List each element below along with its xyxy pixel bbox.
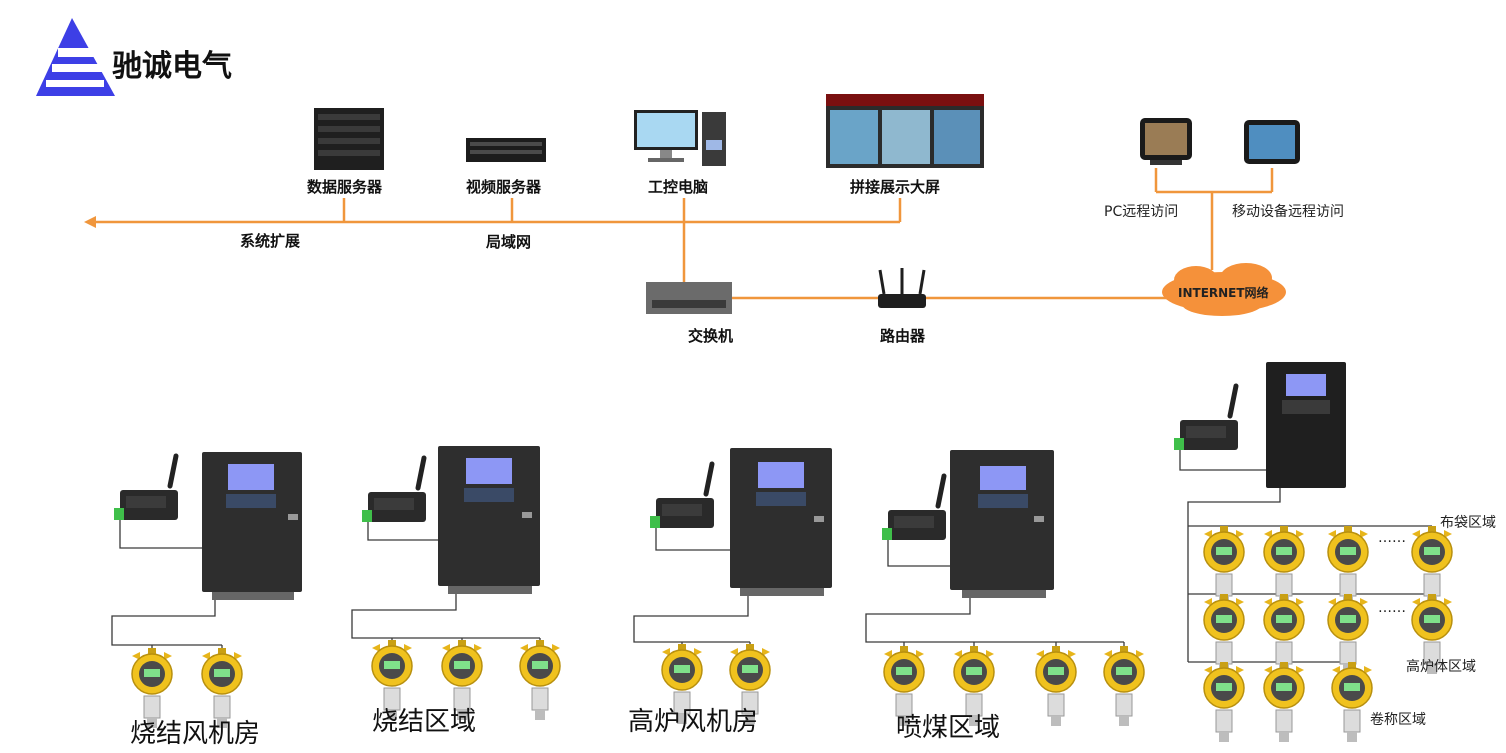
internet-label: INTERNET网络 <box>1178 285 1269 300</box>
zone-label-1: 烧结风机房 <box>130 719 260 749</box>
switch-icon <box>646 282 732 314</box>
zone-label-2: 烧结区域 <box>372 707 476 737</box>
expansion-label: 系统扩展 <box>240 232 300 250</box>
video-server-icon <box>466 138 546 162</box>
region-label-2: 高炉体区域 <box>1406 658 1476 675</box>
data-server-label: 数据服务器 <box>307 178 383 196</box>
expansion-arrow <box>84 216 96 228</box>
detector-r3-1 <box>1203 661 1245 743</box>
lan-label: 局域网 <box>485 233 531 251</box>
dtu-module-3 <box>650 464 714 528</box>
video-wall-label: 拼接展示大屏 <box>850 178 940 196</box>
dtu-module-5 <box>1174 386 1238 450</box>
dtu-module-4 <box>882 476 946 540</box>
controller-panel-2 <box>438 446 540 594</box>
router-label: 路由器 <box>880 327 926 345</box>
controller-panel-5 <box>1266 362 1346 488</box>
detector-z4-4 <box>1103 645 1145 727</box>
detector-z2-3 <box>519 639 561 721</box>
region-label-3: 卷称区域 <box>1370 712 1426 728</box>
switch-label: 交换机 <box>688 327 733 345</box>
detector-r3-3 <box>1331 661 1373 743</box>
detector-r3-2 <box>1263 661 1305 743</box>
video-wall-icon <box>826 94 984 168</box>
detector-z4-3 <box>1035 645 1077 727</box>
zone-label-3: 高炉风机房 <box>628 707 758 737</box>
pc-remote-label: PC远程访问 <box>1104 204 1178 220</box>
internet-cloud-icon <box>1162 263 1286 316</box>
mobile-remote-label: 移动设备远程访问 <box>1232 203 1344 220</box>
ipc-label: 工控电脑 <box>648 178 708 196</box>
ellipsis-1: …… <box>1378 530 1406 546</box>
pc-remote-icon <box>1140 118 1192 165</box>
detector-z1-2 <box>201 647 243 729</box>
data-server-icon <box>314 108 384 170</box>
controller-panel-1 <box>202 452 302 600</box>
logo: 驰诚电气 <box>36 18 232 96</box>
logo-text: 驰诚电气 <box>112 49 232 84</box>
region-label-1: 布袋区域 <box>1440 515 1496 531</box>
ellipsis-2: …… <box>1378 600 1406 616</box>
tablet-icon <box>1244 120 1300 164</box>
ipc-icon <box>634 110 726 166</box>
dtu-module-2 <box>362 458 426 522</box>
zone-label-4: 喷煤区域 <box>896 713 1000 743</box>
video-server-label: 视频服务器 <box>466 178 542 196</box>
dtu-module-1 <box>114 456 178 520</box>
controller-panel-3 <box>730 448 832 596</box>
router-icon <box>878 268 926 308</box>
detector-z1-1 <box>131 647 173 729</box>
controller-panel-4 <box>950 450 1054 598</box>
network-lines <box>92 168 1274 300</box>
